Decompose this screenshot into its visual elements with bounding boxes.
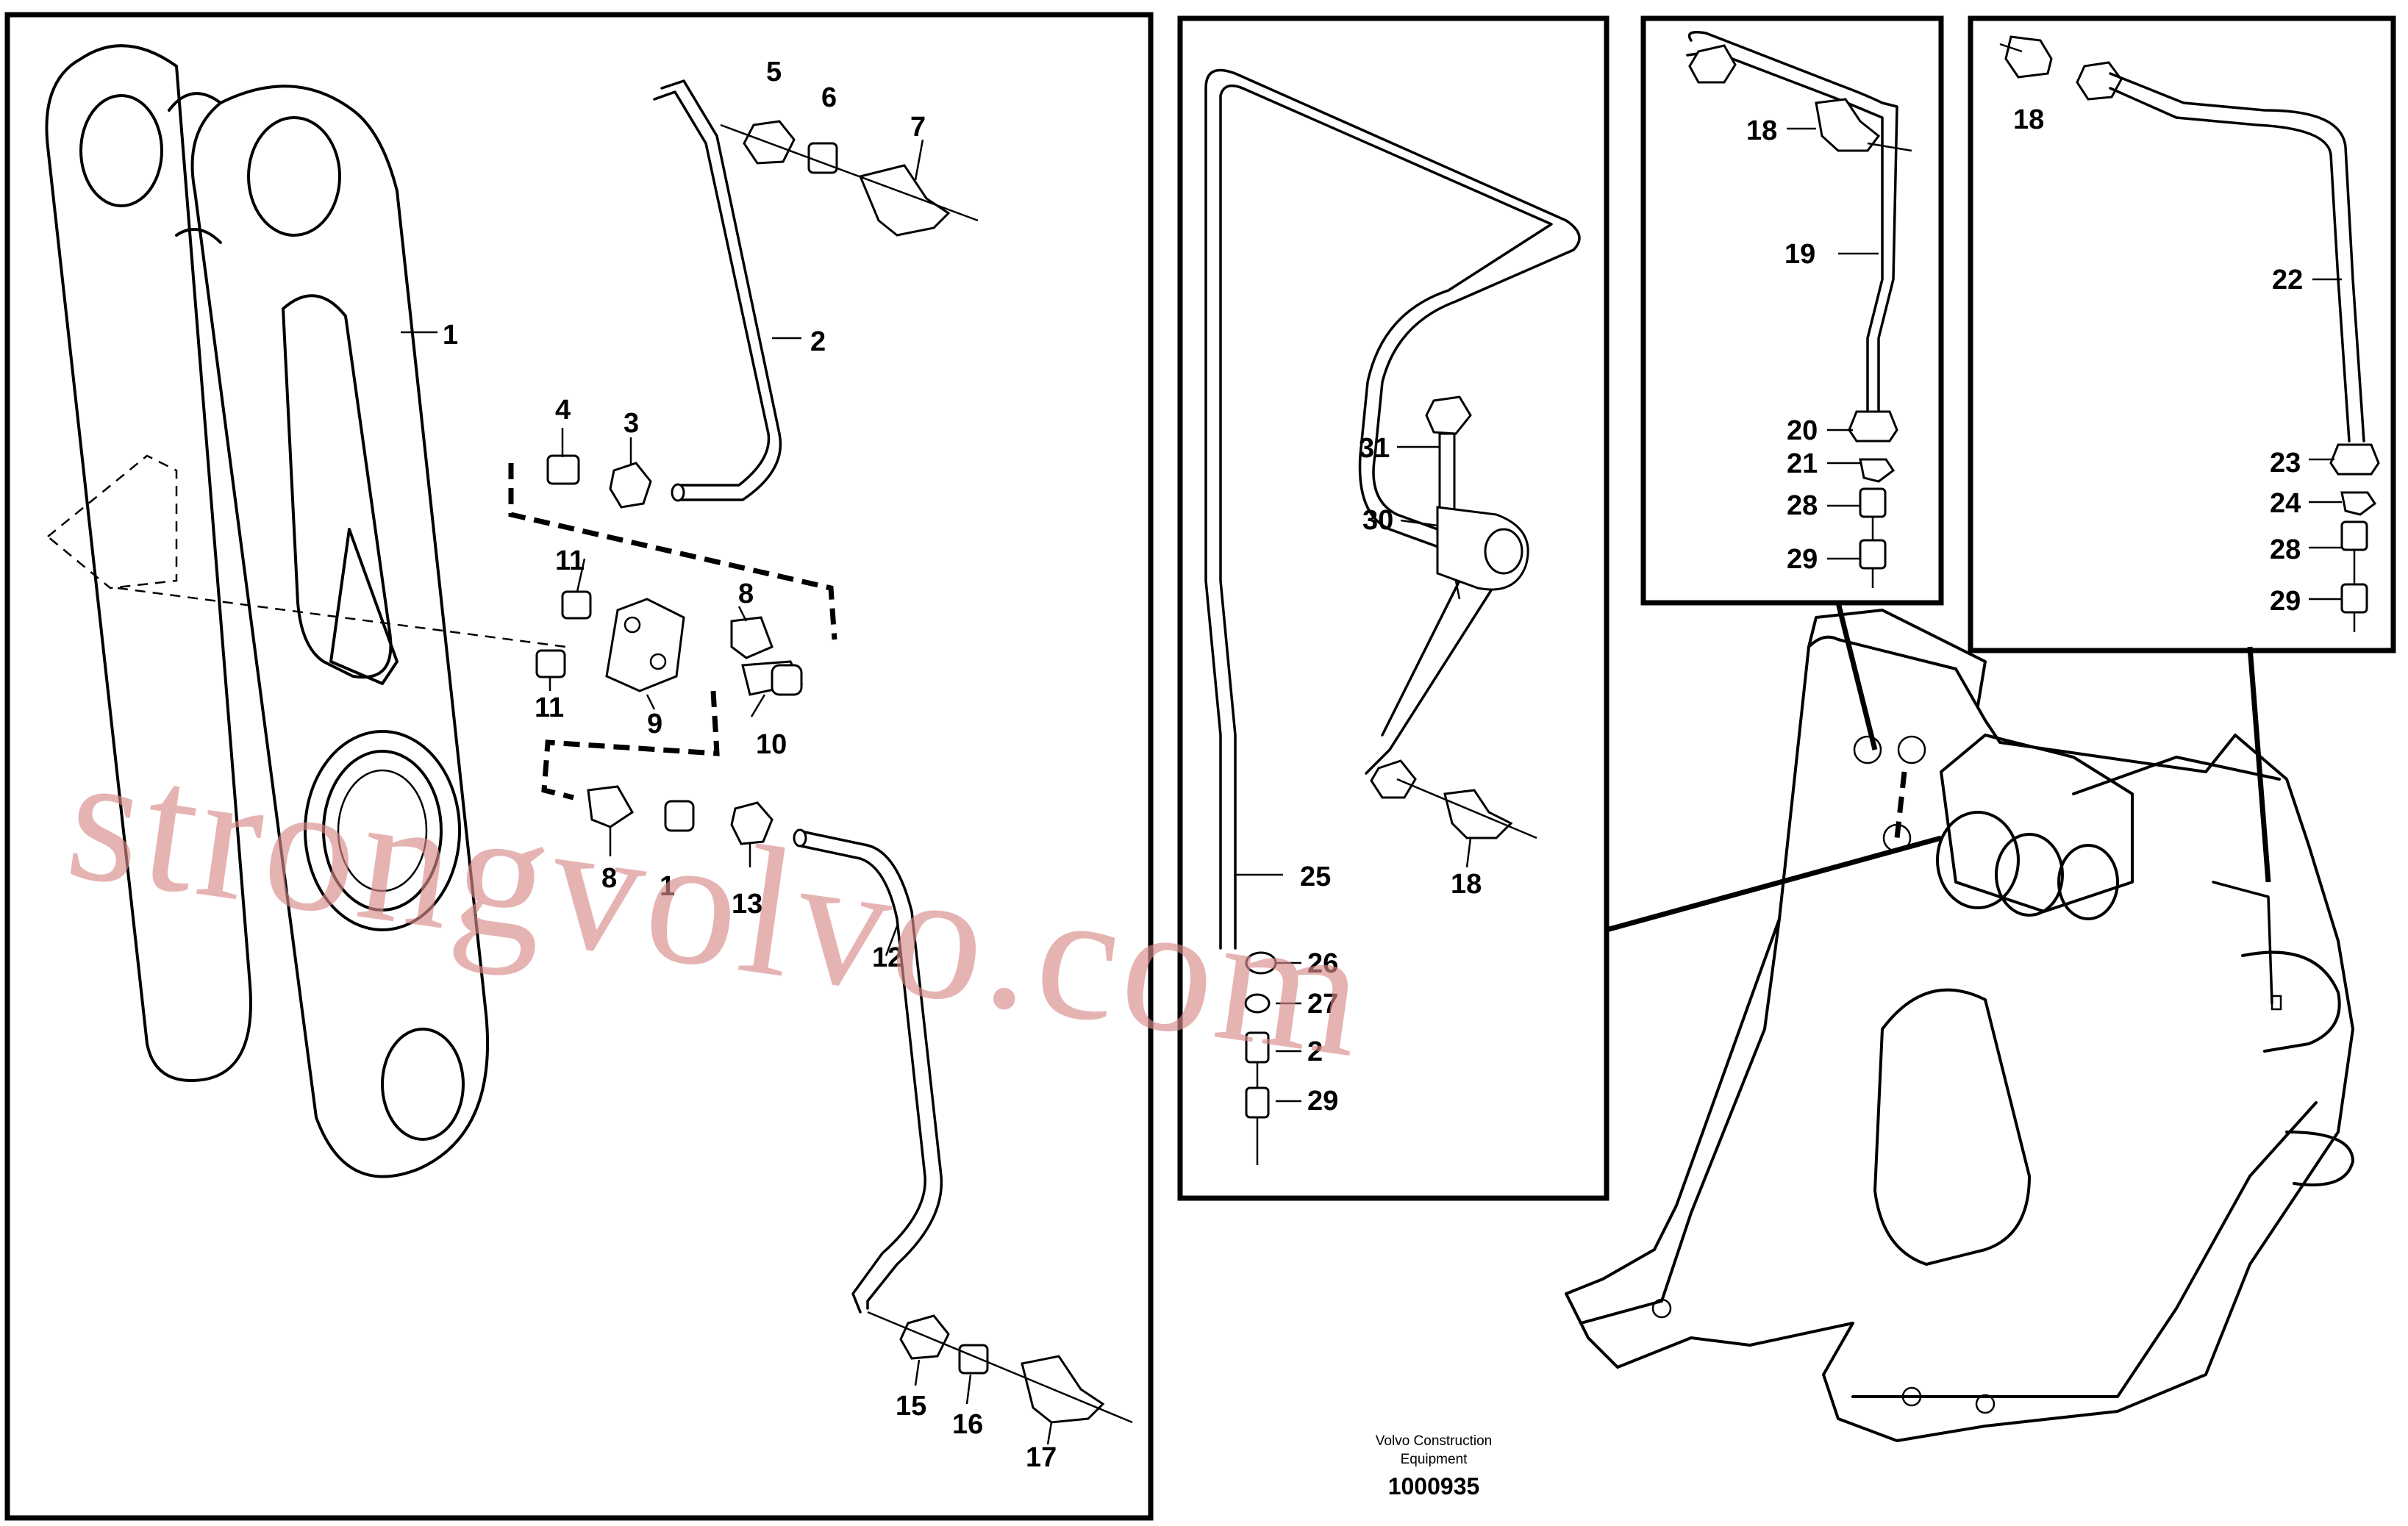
- part-label: 7: [910, 112, 926, 143]
- part-label: 18: [2013, 104, 2044, 135]
- lower-dashed-bracket: [541, 690, 720, 800]
- part-label: 27: [1307, 989, 1338, 1020]
- detail-b-pipe: [1999, 35, 2380, 632]
- part-label: 9: [647, 709, 662, 739]
- part-label: 21: [1787, 448, 1818, 479]
- part-label: 12: [872, 942, 903, 973]
- part-label: 1: [660, 871, 675, 902]
- left-panel-frame: [4, 12, 1154, 1521]
- part-label: 16: [952, 1409, 983, 1440]
- part-label: 15: [896, 1391, 926, 1422]
- part-labels: 1 2 3 4 5 6 7 8 9 10 11 11 8 1 13 12 15 …: [443, 57, 2303, 1473]
- part-label: 25: [1300, 861, 1331, 892]
- part-label: 10: [756, 729, 787, 760]
- caption-line-1: Volvo Construction: [1376, 1433, 1492, 1449]
- part-label: 6: [821, 82, 837, 113]
- drawing-caption: Volvo Construction Equipment 1000935: [1376, 1433, 1492, 1500]
- part-label: 2: [1307, 1036, 1323, 1067]
- upper-grease-pipe: [653, 79, 801, 502]
- distribution-block: [535, 558, 804, 717]
- part-label: 1: [443, 320, 458, 351]
- part-label: 20: [1787, 415, 1818, 446]
- part-label: 3: [624, 408, 639, 439]
- part-label: 30: [1362, 505, 1393, 536]
- part-label: 2: [810, 326, 826, 357]
- detail-panel-a-frame: [1640, 15, 1944, 606]
- part-label: 31: [1359, 433, 1390, 464]
- part-label: 28: [1787, 490, 1818, 521]
- upper-pipe-fittings: [720, 120, 979, 237]
- part-label: 8: [738, 578, 754, 609]
- part-label: 26: [1307, 948, 1338, 979]
- part-label: 11: [535, 692, 564, 723]
- part-label: 17: [1026, 1442, 1057, 1473]
- detail-panel-b-frame: [1968, 15, 2396, 653]
- part-label: 22: [2272, 265, 2303, 295]
- part-label: 29: [1307, 1086, 1338, 1117]
- part-label: 4: [555, 395, 571, 426]
- part-label: 24: [2270, 488, 2301, 519]
- part-label: 23: [2270, 448, 2301, 479]
- part-label: 13: [732, 889, 762, 920]
- middle-fittings: [1244, 395, 1537, 1165]
- part-label: 11: [555, 545, 585, 576]
- part-label: 18: [1451, 869, 1482, 900]
- middle-panel-frame: [1177, 15, 1609, 1201]
- lower-grease-pipe: [793, 828, 943, 1314]
- part-label: 19: [1784, 239, 1815, 270]
- machine-frame-drawing: [1565, 602, 2354, 1442]
- part-label: 28: [2270, 534, 2301, 565]
- caption-line-2: Equipment: [1401, 1452, 1468, 1467]
- part-label: 18: [1746, 115, 1777, 146]
- drawing-number: 1000935: [1388, 1473, 1480, 1500]
- part-label: 29: [2270, 586, 2301, 617]
- upper-dashed-bracket: [508, 428, 837, 640]
- detail-a-pipe: [1686, 31, 1912, 588]
- part-label: 8: [601, 863, 617, 894]
- part-label: 29: [1787, 544, 1818, 575]
- lifting-arm-drawing: [45, 44, 567, 1178]
- lower-pipe-fittings: [587, 785, 1133, 1445]
- part-label: 5: [766, 57, 782, 87]
